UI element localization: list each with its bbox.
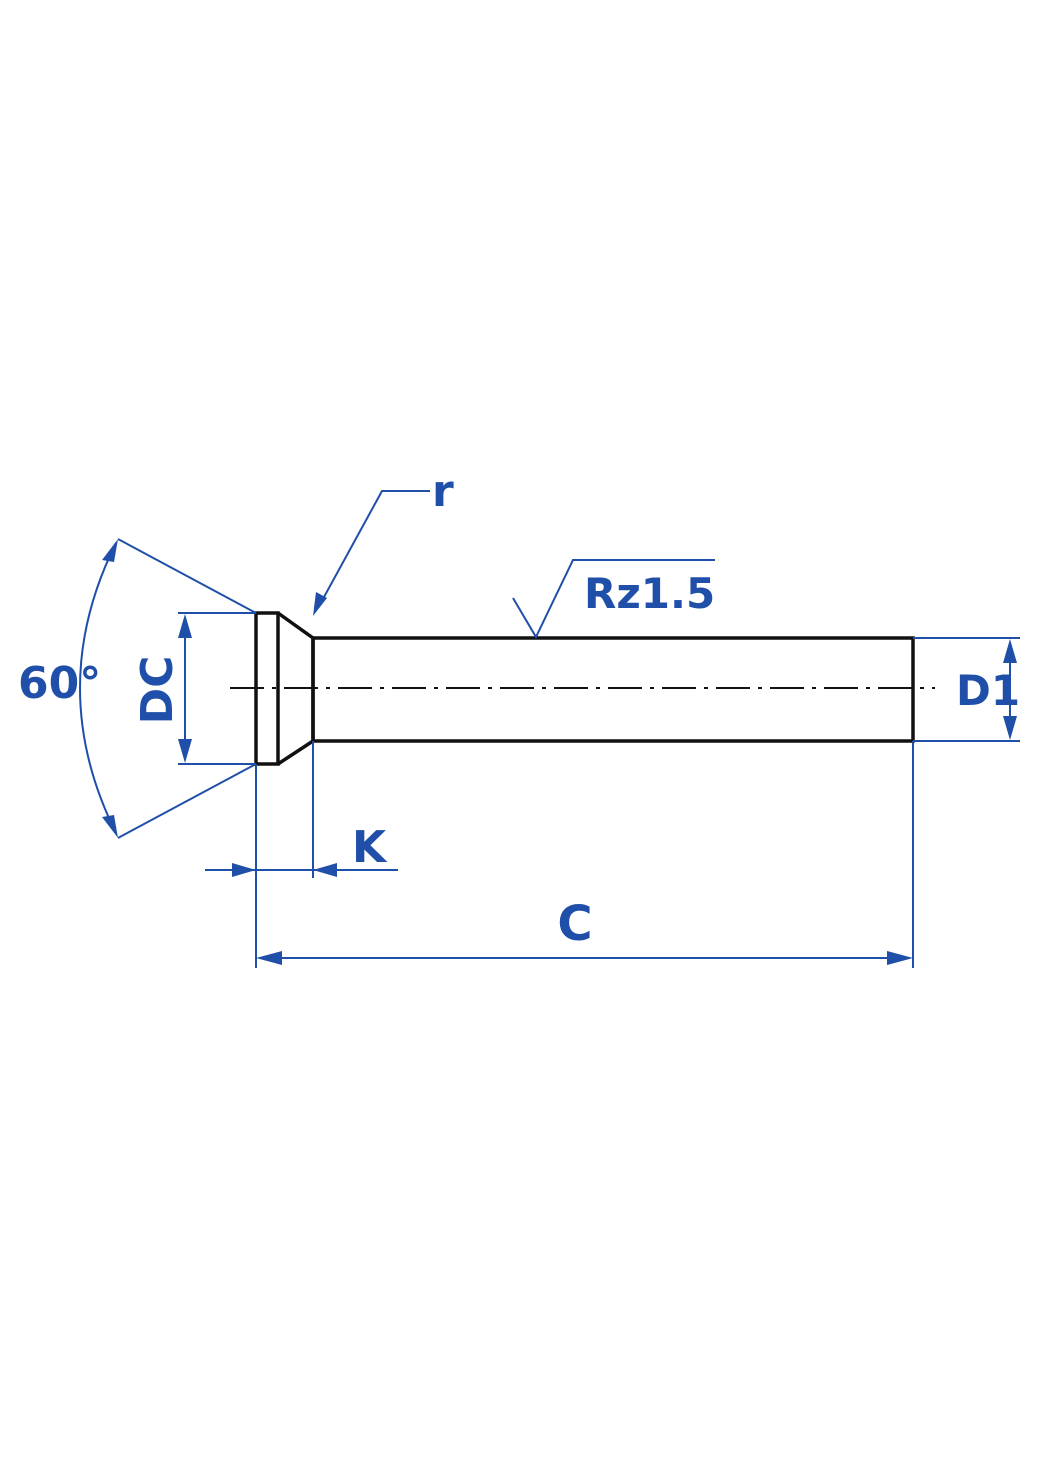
dc-label: DC: [132, 656, 183, 725]
c-label: C: [557, 896, 592, 952]
roughness-label: Rz1.5: [584, 569, 715, 618]
d1-dimension: D1: [913, 637, 1020, 742]
k-dimension: K: [205, 741, 398, 878]
pin-shank: [311, 636, 915, 743]
angle-label: 60°: [18, 658, 101, 709]
dc-dimension: DC: [132, 612, 256, 765]
pin-body: [230, 611, 935, 766]
k-label: K: [352, 822, 388, 873]
radius-leader: r: [313, 466, 454, 616]
angle-dimension: 60°: [18, 538, 257, 839]
radius-label: r: [432, 466, 454, 517]
c-dimension: C: [255, 741, 914, 968]
d1-label: D1: [956, 666, 1020, 715]
surface-finish-symbol: Rz1.5: [512, 559, 715, 640]
